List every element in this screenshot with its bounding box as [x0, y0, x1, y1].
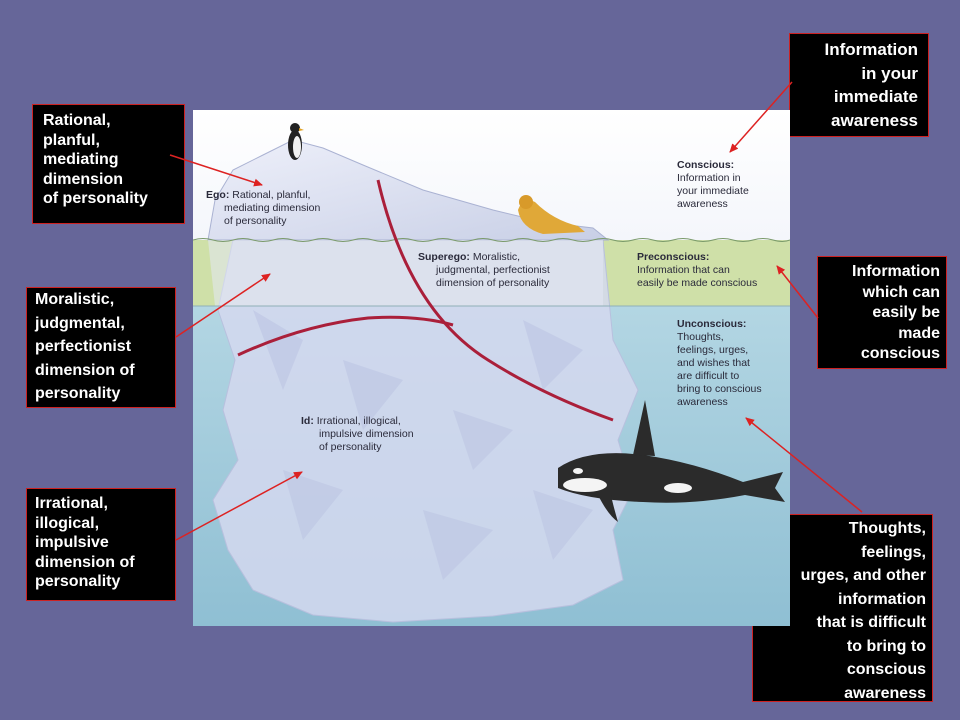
unconscious-callout: Thoughts, feelings, urges, and other inf… — [752, 514, 933, 702]
iceberg-diagram: Ego: Rational, planful,mediating dimensi… — [193, 110, 790, 626]
superego-callout: Moralistic, judgmental, perfectionist di… — [26, 287, 176, 408]
id-callout: Irrational, illogical, impulsive dimensi… — [26, 488, 176, 601]
ego-diagram-label: Ego: Rational, planful,mediating dimensi… — [206, 189, 320, 227]
iceberg-illustration: Ego: Rational, planful,mediating dimensi… — [193, 110, 790, 626]
unconscious-diagram-label: Unconscious:Thoughts,feelings, urges,and… — [677, 318, 762, 408]
orca-figure — [558, 400, 785, 522]
diagram-labels: Ego: Rational, planful,mediating dimensi… — [206, 159, 762, 453]
seal-figure — [518, 195, 585, 234]
superego-divider — [237, 315, 454, 357]
waterline — [193, 238, 790, 242]
id-diagram-label: Id: Irrational, illogical,impulsive dime… — [301, 415, 414, 453]
ego-callout: Rational, planful, mediating dimension o… — [32, 104, 185, 224]
superego-diagram-label: Superego: Moralistic,judgmental, perfect… — [418, 251, 550, 289]
iceberg-mid — [208, 240, 603, 306]
ego-id-divider — [376, 179, 614, 422]
ice-facets — [253, 310, 593, 580]
conscious-callout: Information in your immediate awareness — [789, 33, 929, 137]
preconscious-callout: Information which can easily be made con… — [817, 256, 947, 369]
penguin-figure — [288, 123, 304, 160]
